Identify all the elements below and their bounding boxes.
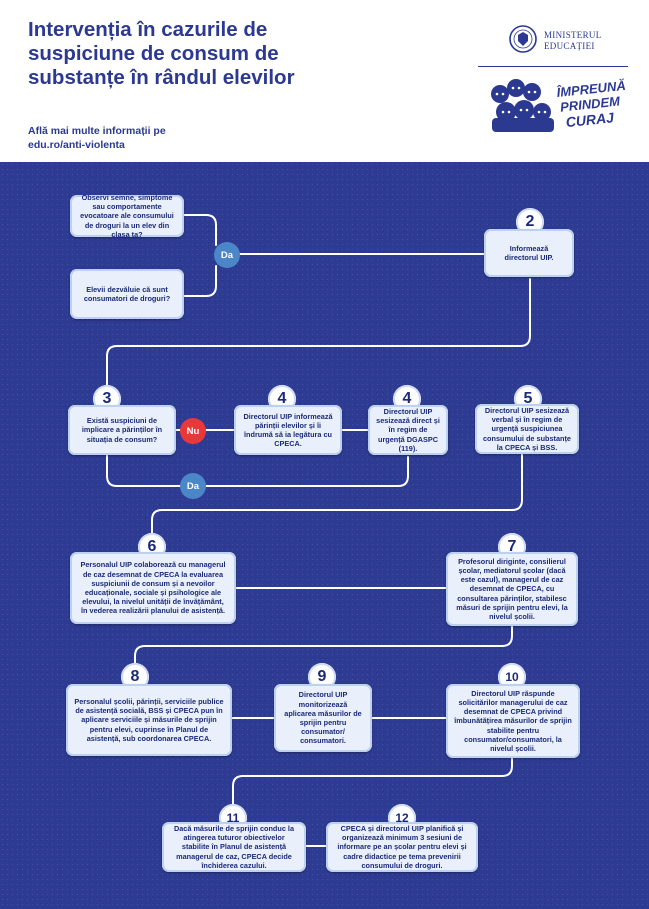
ministry-name: MINISTERUL EDUCAȚIEI xyxy=(544,30,602,51)
step-4a-box: Directorul UIP informează părinții elevi… xyxy=(234,405,342,455)
step-6-box: Personalul UIP colaborează cu managerul … xyxy=(70,552,236,624)
campaign-logo: ÎMPREUNĂ PRINDEM CURAJ xyxy=(491,78,626,132)
step-7-box: Profesorul diriginte, consilierul școlar… xyxy=(446,552,578,626)
step-11-box: Dacă măsurile de sprijin conduc la ating… xyxy=(162,822,306,872)
step-10-box: Directorul UIP răspunde solicitărilor ma… xyxy=(446,684,580,758)
svg-text:ÎMPREUNĂ: ÎMPREUNĂ xyxy=(556,78,626,100)
info-link[interactable]: edu.ro/anti-violenta xyxy=(28,139,125,151)
step-8-box: Personalul școlii, părinții, serviciile … xyxy=(66,684,232,756)
step-5-box: Directorul UIP sesizează verbal și în re… xyxy=(475,404,579,454)
svg-text:CURAJ: CURAJ xyxy=(565,109,616,130)
page-title: Intervenția în cazurile de suspiciune de… xyxy=(28,18,295,89)
ministry-seal-icon xyxy=(509,25,537,53)
header-divider xyxy=(478,66,628,67)
page-header: Intervenția în cazurile de suspiciune de… xyxy=(0,0,649,160)
ministry-logo: MINISTERUL EDUCAȚIEI xyxy=(508,24,628,58)
yes-label-2: Da xyxy=(180,473,206,499)
yes-label-1: Da xyxy=(214,242,240,268)
svg-text:PRINDEM: PRINDEM xyxy=(559,93,621,114)
no-label: Nu xyxy=(180,418,206,444)
question-signs-box: Observi semne, simptome sau comportament… xyxy=(70,193,184,239)
step-9-box: Directorul UIP monitorizează aplicarea m… xyxy=(274,684,372,752)
step-3-box: Există suspiciuni de implicare a părinți… xyxy=(68,405,176,455)
step-4b-box: Directorul UIP sesizează direct și în re… xyxy=(368,405,448,455)
info-line: Află mai multe informații pe xyxy=(28,125,166,137)
question-disclosure-box: Elevii dezvăluie că sunt consumatori de … xyxy=(70,269,184,319)
step-12-box: CPECA și directorul UIP planifică și org… xyxy=(326,822,478,872)
info-text: Află mai multe informații pe edu.ro/anti… xyxy=(28,124,228,152)
step-2-box: Informează directorul UIP. xyxy=(484,229,574,277)
